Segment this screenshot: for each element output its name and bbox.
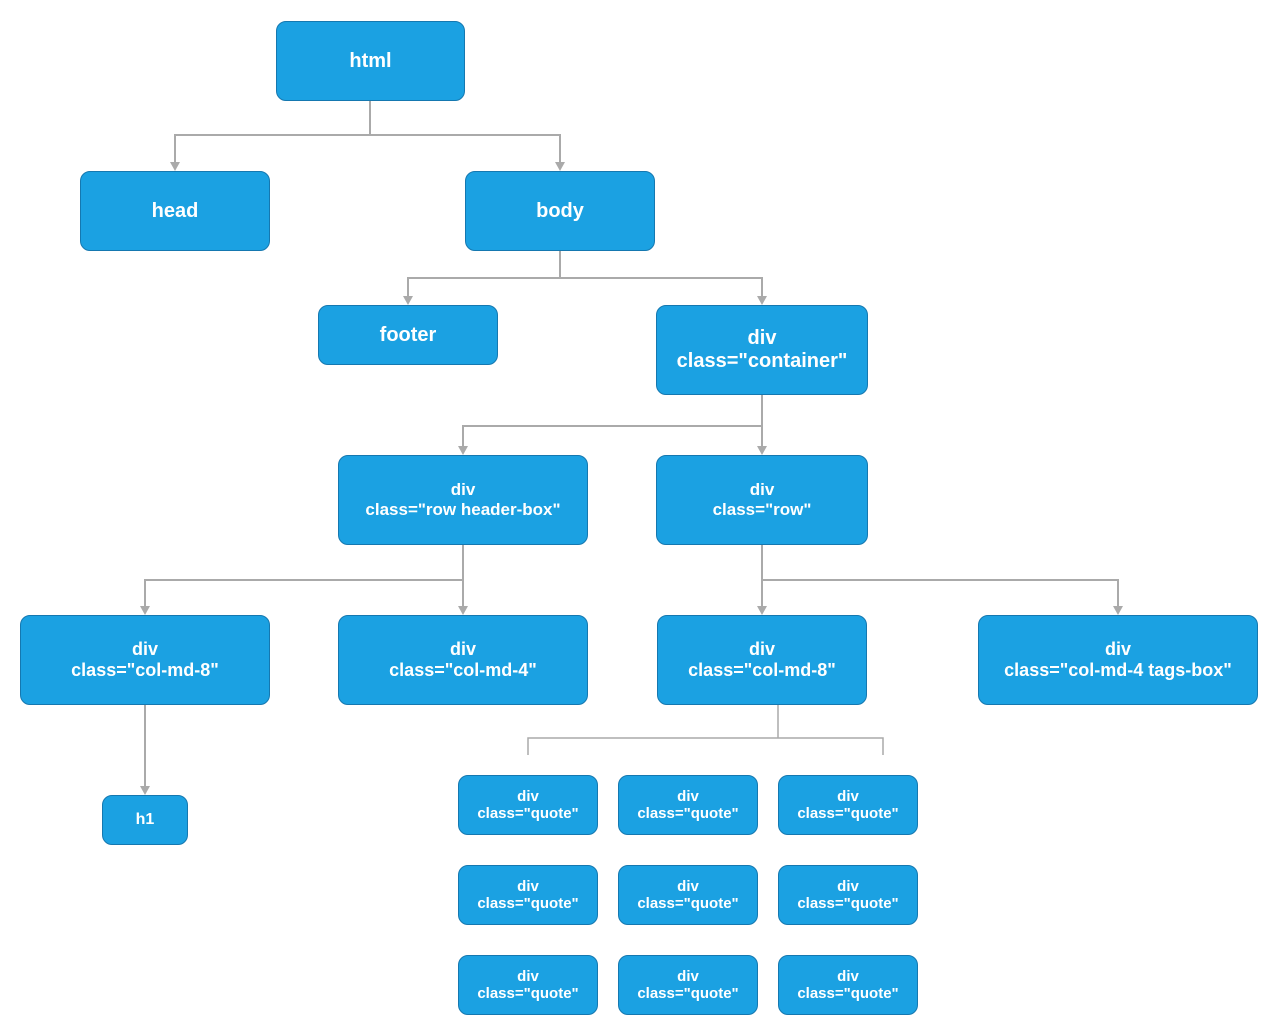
- arrowhead-head: [170, 162, 180, 171]
- node-tag: div: [1104, 639, 1131, 660]
- node-label: head: [151, 199, 199, 222]
- node-class: class="quote": [637, 985, 739, 1002]
- quote-div-node[interactable]: div class="quote": [458, 775, 598, 835]
- quote-div-node[interactable]: div class="quote": [618, 775, 758, 835]
- node-tag: div: [131, 639, 158, 660]
- node-label: h1: [135, 810, 155, 828]
- html-node[interactable]: html: [276, 21, 465, 101]
- header-box-div-node[interactable]: div class="row header-box": [338, 455, 588, 545]
- node-label: footer: [379, 323, 437, 346]
- container-div-node[interactable]: div class="container": [656, 305, 868, 395]
- node-class: class="col-md-4 tags-box": [1004, 660, 1232, 680]
- row-div-node[interactable]: div class="row": [656, 455, 868, 545]
- node-tag: div: [747, 327, 777, 349]
- quote-div-node[interactable]: div class="quote": [618, 865, 758, 925]
- connector-html-head: [174, 101, 371, 163]
- arrowhead-col-md-8-b: [757, 606, 767, 615]
- node-class: class="quote": [637, 895, 739, 912]
- node-class: class="row header-box": [365, 500, 561, 519]
- tags-box-div-node[interactable]: div class="col-md-4 tags-box": [978, 615, 1258, 705]
- node-class: class="quote": [477, 985, 579, 1002]
- connector-col-md-8-quotes-bracket: [527, 705, 884, 755]
- arrowhead-body: [555, 162, 565, 171]
- node-tag: div: [837, 877, 859, 895]
- node-tag: div: [517, 877, 539, 895]
- node-class: class="col-md-8": [688, 660, 836, 680]
- arrowhead-h1: [140, 786, 150, 795]
- connector-html-body: [370, 134, 561, 163]
- node-class: class="quote": [477, 805, 579, 822]
- arrowhead-header-box: [458, 446, 468, 455]
- node-tag: div: [677, 787, 699, 805]
- node-tag: div: [517, 967, 539, 985]
- quote-div-node[interactable]: div class="quote": [778, 865, 918, 925]
- quote-div-node[interactable]: div class="quote": [778, 955, 918, 1015]
- node-class: class="quote": [797, 805, 899, 822]
- node-label: body: [536, 199, 584, 222]
- body-node[interactable]: body: [465, 171, 655, 251]
- h1-node[interactable]: h1: [102, 795, 188, 845]
- node-class: class="col-md-8": [71, 660, 219, 680]
- node-class: class="row": [712, 500, 812, 519]
- node-label: html: [349, 49, 392, 72]
- arrowhead-col-md-8-a: [140, 606, 150, 615]
- quote-div-node[interactable]: div class="quote": [458, 955, 598, 1015]
- arrowhead-row: [757, 446, 767, 455]
- node-class: class="col-md-4": [389, 660, 537, 680]
- arrowhead-footer: [403, 296, 413, 305]
- head-node[interactable]: head: [80, 171, 270, 251]
- node-tag: div: [517, 787, 539, 805]
- quote-div-node[interactable]: div class="quote": [618, 955, 758, 1015]
- node-tag: div: [748, 639, 775, 660]
- arrowhead-container: [757, 296, 767, 305]
- node-class: class="quote": [637, 805, 739, 822]
- connector-body-container: [560, 277, 763, 297]
- col-md-8-div-node[interactable]: div class="col-md-8": [20, 615, 270, 705]
- footer-node[interactable]: footer: [318, 305, 498, 365]
- connector-container-header-box: [462, 395, 763, 447]
- quote-div-node[interactable]: div class="quote": [458, 865, 598, 925]
- node-tag: div: [449, 639, 476, 660]
- quote-div-node[interactable]: div class="quote": [778, 775, 918, 835]
- node-tag: div: [837, 787, 859, 805]
- col-md-8-div-node[interactable]: div class="col-md-8": [657, 615, 867, 705]
- node-class: class="quote": [797, 895, 899, 912]
- node-tag: div: [677, 967, 699, 985]
- connector-header-box-col-md-8: [144, 545, 464, 607]
- node-class: class="quote": [477, 895, 579, 912]
- col-md-4-div-node[interactable]: div class="col-md-4": [338, 615, 588, 705]
- node-tag: div: [677, 877, 699, 895]
- arrowhead-tags-box: [1113, 606, 1123, 615]
- node-tag: div: [837, 967, 859, 985]
- node-class: class="quote": [797, 985, 899, 1002]
- node-tag: div: [450, 480, 476, 500]
- arrowhead-col-md-4-a: [458, 606, 468, 615]
- connector-body-footer: [407, 251, 561, 297]
- node-class: class="container": [676, 350, 848, 372]
- connector-row-tags-box: [762, 579, 1119, 607]
- node-tag: div: [749, 480, 775, 500]
